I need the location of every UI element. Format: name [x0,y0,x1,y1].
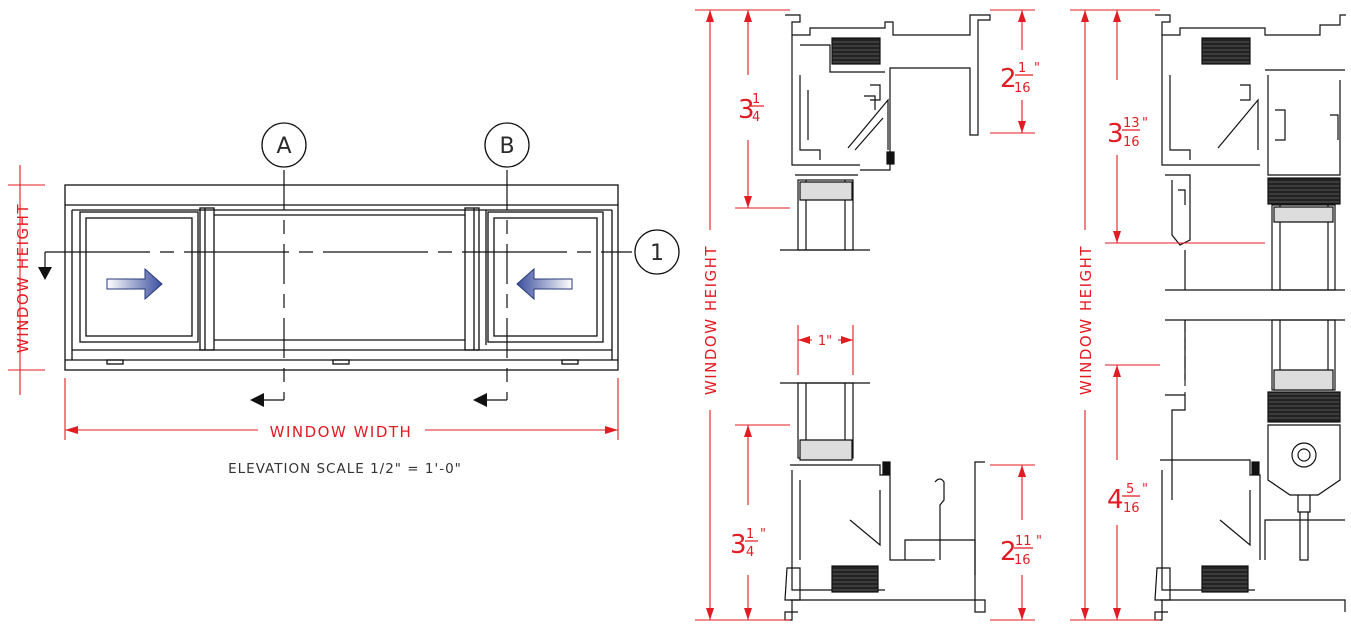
section-marker-b-label: B [499,134,514,159]
section-dim-arrows [706,10,1121,620]
dim-a-glass-width: 1" [818,334,832,349]
svg-text:3: 3 [730,530,747,560]
dim-a-bottom-left: 3 1 4 " [730,527,766,560]
section-marker-1[interactable] [634,229,680,275]
svg-text:16: 16 [1123,501,1140,516]
slide-right-arrow-icon [106,267,163,301]
dim-a-top-right: 2 1 16 " [1000,61,1040,96]
section-lines [44,170,632,401]
svg-text:16: 16 [1014,81,1031,96]
elevation-dimensions [8,165,619,440]
section-marker-b[interactable] [484,122,530,168]
right-sash [464,207,604,351]
svg-text:1: 1 [1018,61,1026,76]
dim-a-top-left: 3 1 4 [738,92,764,125]
section-arrow-a-icon [250,393,264,407]
svg-text:3: 3 [738,95,755,125]
svg-text:": " [1034,61,1040,76]
dim-b-bottom: 4 5 16 " [1107,482,1148,516]
svg-text:2: 2 [1000,64,1017,94]
svg-text:": " [1036,534,1042,549]
svg-text:4: 4 [752,110,760,125]
section-a-height-label: WINDOW HEIGHT [702,245,720,395]
section-marker-1-label: 1 [650,241,664,266]
dim-arrow-icon [605,426,618,434]
svg-text:5: 5 [1126,482,1134,497]
section-b-view [1154,14,1346,621]
dim-arrow-icon [65,426,78,434]
svg-text:4: 4 [746,545,754,560]
section-marker-a[interactable] [261,122,307,168]
svg-text:3: 3 [1107,119,1124,149]
svg-text:": " [1142,116,1148,131]
svg-text:": " [1142,482,1148,497]
svg-text:2: 2 [1000,537,1017,567]
section-b-dimensions [1070,9,1265,621]
svg-text:1: 1 [752,92,760,107]
slide-left-arrow-icon [516,267,573,301]
section-b-height-label: WINDOW HEIGHT [1077,245,1095,395]
section-marker-a-label: A [276,134,291,159]
svg-text:16: 16 [1123,135,1140,150]
dim-b-top: 3 13 16 " [1107,116,1148,150]
dim-a-bottom-right: 2 11 16 " [1000,534,1042,568]
svg-text:11: 11 [1015,534,1032,549]
elevation-width-label: WINDOW WIDTH [270,423,413,441]
svg-text:": " [760,527,766,542]
svg-text:4: 4 [1107,485,1124,515]
section-arrow-1-icon [38,267,52,280]
section-arrow-b-icon [473,393,487,407]
svg-text:1: 1 [746,527,754,542]
svg-text:16: 16 [1014,553,1031,568]
window-frame-outer [64,184,619,371]
section-a-view [780,14,991,621]
elevation-height-label: WINDOW HEIGHT [14,203,32,353]
left-sash [79,207,215,351]
svg-text:13: 13 [1123,116,1140,131]
elevation-scale-note: ELEVATION SCALE 1/2" = 1'-0" [228,461,462,477]
elevation-view [64,184,619,371]
